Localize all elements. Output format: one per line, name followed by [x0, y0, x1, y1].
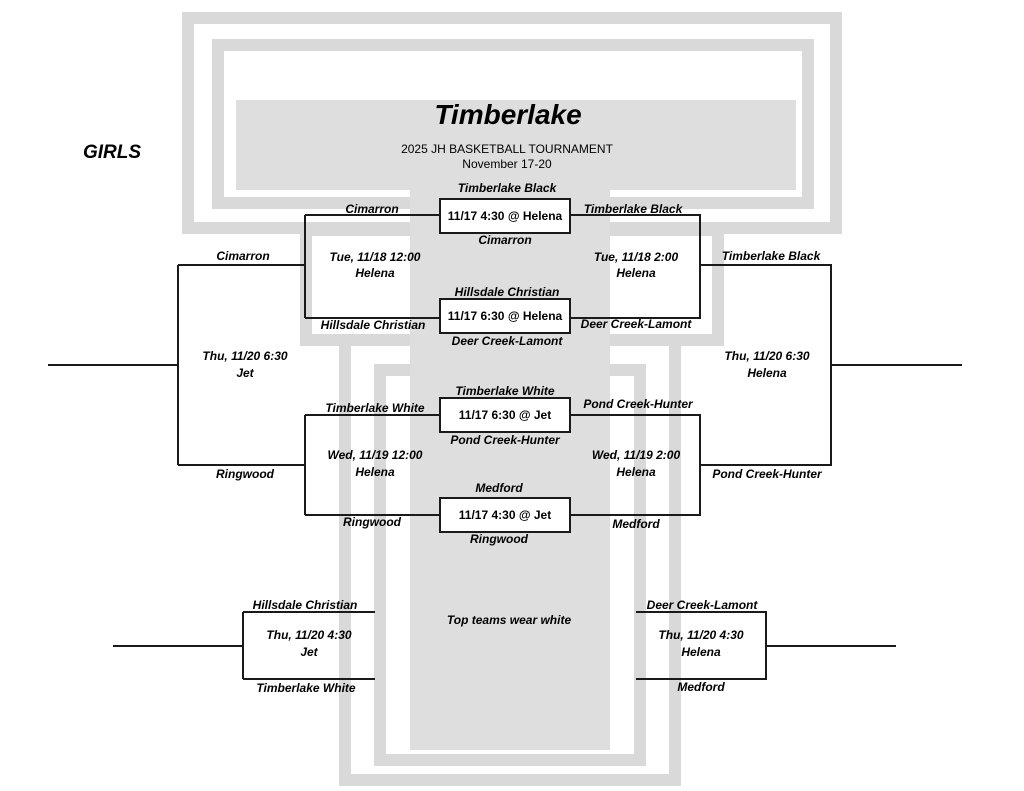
- consolation-top-team2: Hillsdale Christian: [320, 318, 426, 332]
- placement-right-site: Helena: [681, 645, 721, 659]
- consolation-bottom-team1: Timberlake White: [325, 401, 425, 415]
- championship-bottom-day: Wed, 11/19 2:00: [591, 448, 681, 462]
- championship-final-site: Helena: [747, 366, 787, 380]
- placement-right-top-team: Deer Creek-Lamont: [646, 598, 758, 612]
- game1-bottom-team: Cimarron: [478, 233, 532, 247]
- championship-bottom-team1: Pond Creek-Hunter: [583, 397, 693, 411]
- consolation-top-day: Tue, 11/18 12:00: [329, 250, 421, 264]
- game4-bottom-team: Ringwood: [470, 532, 528, 546]
- game1-box: 11/17 4:30 @ Helena: [439, 198, 571, 234]
- championship-bottom-team2: Medford: [612, 517, 660, 531]
- championship-bottom-site: Helena: [616, 465, 656, 479]
- championship-top-team2: Deer Creek-Lamont: [580, 317, 692, 331]
- consolation-bottom-site: Helena: [355, 465, 395, 479]
- division-label: GIRLS: [83, 142, 142, 163]
- game4-box: 11/17 4:30 @ Jet: [439, 497, 571, 533]
- consolation-bottom-team2: Ringwood: [343, 515, 401, 529]
- placement-left-bottom-team: Timberlake White: [256, 681, 356, 695]
- game2-box: 11/17 6:30 @ Helena: [439, 298, 571, 334]
- tournament-subtitle: 2025 JH BASKETBALL TOURNAMENT: [401, 142, 613, 156]
- placement-left-top-team: Hillsdale Christian: [252, 598, 358, 612]
- placement-left-day: Thu, 11/20 4:30: [266, 628, 352, 642]
- game4-top-team: Medford: [475, 481, 523, 495]
- championship-final-bottom-team: Pond Creek-Hunter: [712, 467, 822, 481]
- page-title: Timberlake: [434, 99, 582, 130]
- championship-top-team1: Timberlake Black: [583, 202, 683, 216]
- game2-top-team: Hillsdale Christian: [454, 285, 560, 299]
- placement-left-site: Jet: [300, 645, 318, 659]
- championship-final-top-team: Timberlake Black: [721, 249, 821, 263]
- game3-info: 11/17 6:30 @ Jet: [458, 408, 552, 422]
- consolation-final-bottom-team: Ringwood: [216, 467, 274, 481]
- consolation-top-site: Helena: [355, 266, 395, 280]
- consolation-final-site: Jet: [236, 366, 254, 380]
- placement-right-day: Thu, 11/20 4:30: [658, 628, 744, 642]
- game3-box: 11/17 6:30 @ Jet: [439, 397, 571, 433]
- game1-info: 11/17 4:30 @ Helena: [447, 209, 563, 223]
- game2-info: 11/17 6:30 @ Helena: [447, 309, 563, 323]
- tournament-dates: November 17-20: [462, 157, 552, 171]
- championship-final-day: Thu, 11/20 6:30: [724, 349, 810, 363]
- game3-bottom-team: Pond Creek-Hunter: [450, 433, 560, 447]
- game1-top-team: Timberlake Black: [457, 181, 557, 195]
- consolation-top-team1: Cimarron: [345, 202, 399, 216]
- championship-top-site: Helena: [616, 266, 656, 280]
- game3-top-team: Timberlake White: [455, 384, 555, 398]
- consolation-bottom-day: Wed, 11/19 12:00: [327, 448, 423, 462]
- consolation-final-top-team: Cimarron: [216, 249, 270, 263]
- consolation-final-day: Thu, 11/20 6:30: [202, 349, 288, 363]
- game2-bottom-team: Deer Creek-Lamont: [451, 334, 563, 348]
- championship-top-day: Tue, 11/18 2:00: [593, 250, 679, 264]
- uniform-note: Top teams wear white: [446, 613, 572, 627]
- placement-right-bottom-team: Medford: [677, 680, 725, 694]
- game4-info: 11/17 4:30 @ Jet: [458, 508, 552, 522]
